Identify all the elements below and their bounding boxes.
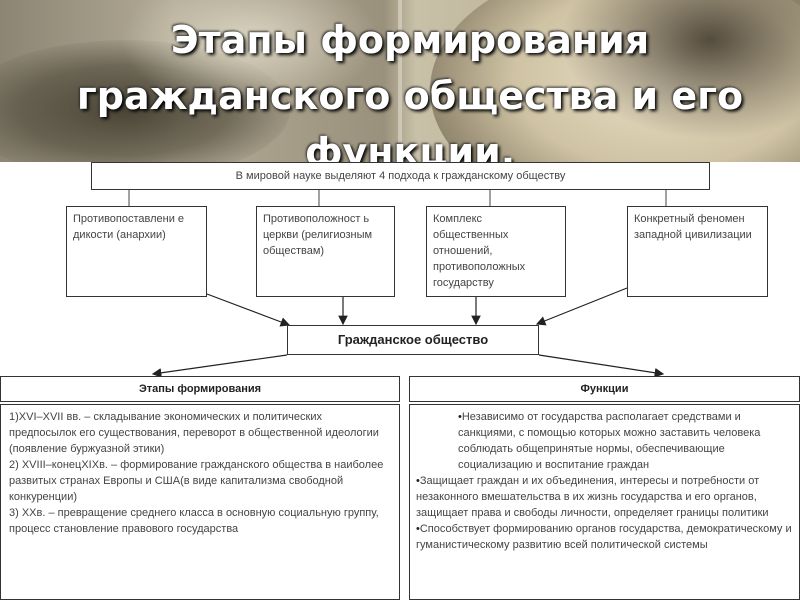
arrow-center-stages xyxy=(151,354,288,378)
approach-box-4: Конкретный феномен западной цивилизации xyxy=(627,206,768,297)
approach-box-1: Противопоставлени е дикости (анархии) xyxy=(66,206,207,297)
stage-item-1: 1)XVI–XVII вв. – складывание экономическ… xyxy=(9,411,379,455)
header-photo: Этапы формирования гражданского общества… xyxy=(0,0,800,162)
civil-society-box: Гражданское общество xyxy=(287,325,539,355)
stage-item-2: 2) XVIII–конецXIXв. – формирование гражд… xyxy=(9,459,384,503)
bullet-icon: • xyxy=(458,411,462,423)
functions-list: •Независимо от государства располагает с… xyxy=(409,404,800,600)
bullet-icon: • xyxy=(416,475,420,487)
stage-item-3: 3) XXв. – превращение среднего класса в … xyxy=(9,507,379,535)
function-text-3: Способствует формированию органов госуда… xyxy=(416,523,792,551)
photo-divider xyxy=(398,0,402,162)
function-text-1: Независимо от государства располагает ср… xyxy=(458,411,761,471)
bullet-icon: • xyxy=(416,523,420,535)
arrow-center-functions xyxy=(538,354,665,378)
function-item-1: •Независимо от государства располагает с… xyxy=(416,409,793,473)
approach-box-3: Комплекс общественных отношений, противо… xyxy=(426,206,566,297)
function-item-3: •Способствует формированию органов госуд… xyxy=(416,521,793,553)
approaches-intro-box: В мировой науке выделяют 4 подхода к гра… xyxy=(91,162,710,190)
stages-list: 1)XVI–XVII вв. – складывание экономическ… xyxy=(0,404,400,600)
slide-title: Этапы формирования гражданского общества… xyxy=(76,18,744,162)
function-text-2: Защищает граждан и их объединения, интер… xyxy=(416,475,769,519)
function-item-2: •Защищает граждан и их объединения, инте… xyxy=(416,473,793,521)
arrow-c1-center xyxy=(206,293,291,327)
approach-box-2: Противоположност ь церкви (религиозным о… xyxy=(256,206,395,297)
stages-header: Этапы формирования xyxy=(0,376,400,402)
photo-highlight xyxy=(120,0,380,110)
functions-header: Функции xyxy=(409,376,800,402)
